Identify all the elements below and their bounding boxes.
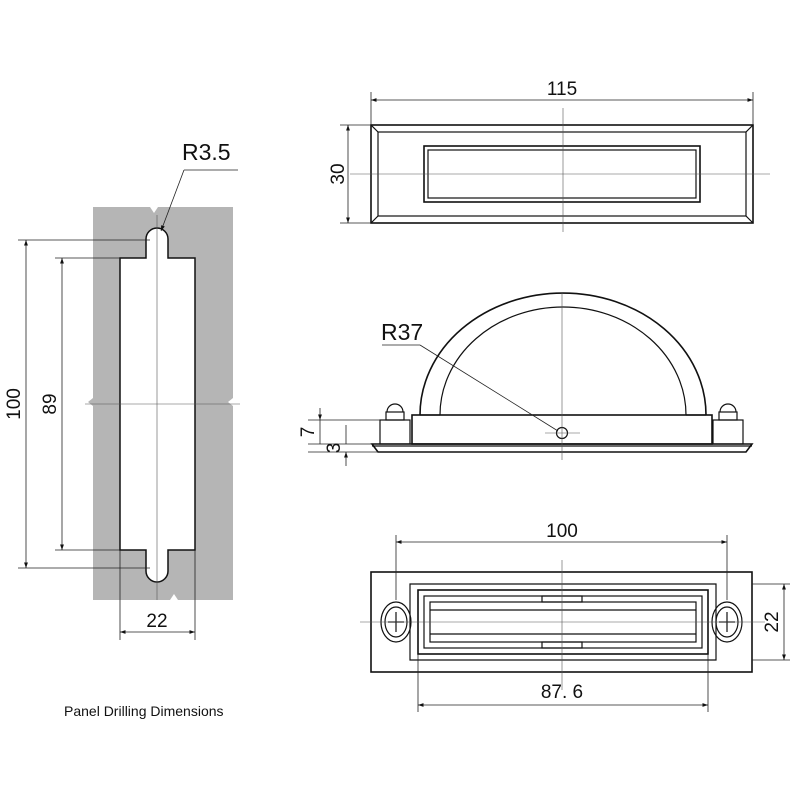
label-r3-5: R3.5 bbox=[182, 139, 231, 165]
dim-label-115: 115 bbox=[547, 79, 577, 100]
leader-r37 bbox=[419, 344, 559, 432]
dim-label-3: 3 bbox=[324, 443, 345, 454]
caption-panel-drilling: Panel Drilling Dimensions bbox=[64, 703, 224, 719]
leader-r3-5 bbox=[160, 169, 185, 232]
dim-label-30: 30 bbox=[328, 163, 349, 184]
dim-label-7: 7 bbox=[298, 427, 319, 438]
panel-drilling-view: 100 89 22 R3.5 Panel Drilling Dimensions bbox=[4, 139, 240, 719]
dim-label-22-vertical: 22 bbox=[762, 611, 783, 632]
dim-label-100-horizontal: 100 bbox=[546, 521, 578, 542]
label-r37: R37 bbox=[381, 319, 423, 345]
front-view: 100 87. 6 22 bbox=[360, 521, 790, 712]
panel-cutout bbox=[119, 227, 196, 583]
dim-label-87-6: 87. 6 bbox=[541, 682, 583, 703]
dim-label-22-panel: 22 bbox=[146, 611, 167, 632]
dim-label-100-vertical: 100 bbox=[4, 388, 25, 420]
dim-label-89: 89 bbox=[40, 393, 61, 414]
top-view: 115 30 bbox=[328, 79, 770, 232]
side-view: R37 7 3 bbox=[298, 292, 754, 466]
